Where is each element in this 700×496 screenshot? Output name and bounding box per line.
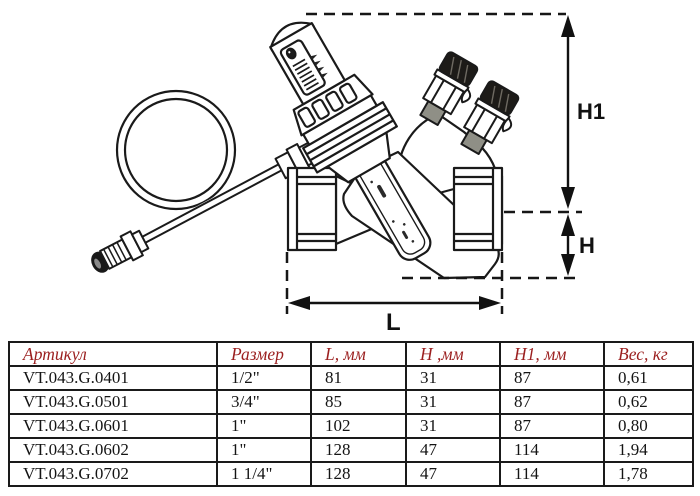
spring-housing bbox=[302, 94, 398, 184]
dimension-h1: H1 bbox=[561, 15, 605, 209]
spec-table-header-cell: L, мм bbox=[310, 341, 407, 367]
capillary-coil bbox=[115, 89, 237, 211]
dimension-h-label: H bbox=[579, 233, 595, 258]
spec-table-cell: VT.043.G.0702 bbox=[8, 461, 218, 487]
spec-table-cell: 1 1/4" bbox=[216, 461, 312, 487]
spec-table-cell: VT.043.G.0601 bbox=[8, 413, 218, 439]
spec-table-cell: 31 bbox=[405, 389, 501, 415]
valve-technical-drawing: H1 H L bbox=[91, 12, 605, 336]
spec-table-header-cell: H1, мм bbox=[499, 341, 605, 367]
spec-table-cell: 1" bbox=[216, 413, 312, 439]
spec-table-cell: 1/2" bbox=[216, 365, 312, 391]
spec-table-cell: VT.043.G.0501 bbox=[8, 389, 218, 415]
spec-table-header-cell: Артикул bbox=[8, 341, 218, 367]
test-port-2 bbox=[460, 80, 520, 155]
adjustment-head bbox=[269, 21, 346, 106]
spec-table-cell: 31 bbox=[405, 365, 501, 391]
spec-table-cell: 87 bbox=[499, 389, 605, 415]
spec-table-header-cell: H ,мм bbox=[405, 341, 501, 367]
dimension-h: H bbox=[561, 214, 595, 276]
spec-table-cell: 114 bbox=[499, 461, 605, 487]
spec-table-cell: 31 bbox=[405, 413, 501, 439]
extension-lines bbox=[285, 12, 582, 314]
spec-table-cell: VT.043.G.0401 bbox=[8, 365, 218, 391]
test-port-1 bbox=[419, 51, 479, 126]
capillary-end-fitting bbox=[91, 229, 150, 273]
spec-table-cell: 87 bbox=[499, 413, 605, 439]
spec-table-header-cell: Размер bbox=[216, 341, 312, 367]
inlet-port bbox=[286, 166, 338, 252]
setting-scale bbox=[279, 39, 328, 96]
spec-table-cell: 1,78 bbox=[603, 461, 694, 487]
capillary-tube bbox=[138, 153, 302, 245]
dimension-l: L bbox=[288, 296, 501, 336]
spec-table-cell: 1" bbox=[216, 437, 312, 463]
spec-table-cell: 0,61 bbox=[603, 365, 694, 391]
dimension-h1-label: H1 bbox=[577, 99, 605, 124]
actuator-assembly bbox=[269, 21, 398, 184]
spec-table-cell: 128 bbox=[310, 437, 407, 463]
locking-ring bbox=[292, 73, 374, 137]
dimension-l-label: L bbox=[386, 309, 401, 336]
spec-table-cell: 81 bbox=[310, 365, 407, 391]
spec-table-cell: 102 bbox=[310, 413, 407, 439]
outlet-port bbox=[452, 166, 504, 252]
spec-table-cell: 85 bbox=[310, 389, 407, 415]
spec-table-cell: 3/4" bbox=[216, 389, 312, 415]
spec-table-cell: 87 bbox=[499, 365, 605, 391]
spec-table-cell: 114 bbox=[499, 437, 605, 463]
spec-table-cell: 1,94 bbox=[603, 437, 694, 463]
spec-table-cell: 0,62 bbox=[603, 389, 694, 415]
spec-table-cell: 128 bbox=[310, 461, 407, 487]
spec-table-cell: VT.043.G.0602 bbox=[8, 437, 218, 463]
spec-table-header-cell: Вес, кг bbox=[603, 341, 694, 367]
spec-table-cell: 47 bbox=[405, 437, 501, 463]
spec-table-cell: 0,80 bbox=[603, 413, 694, 439]
spec-table-cell: 47 bbox=[405, 461, 501, 487]
